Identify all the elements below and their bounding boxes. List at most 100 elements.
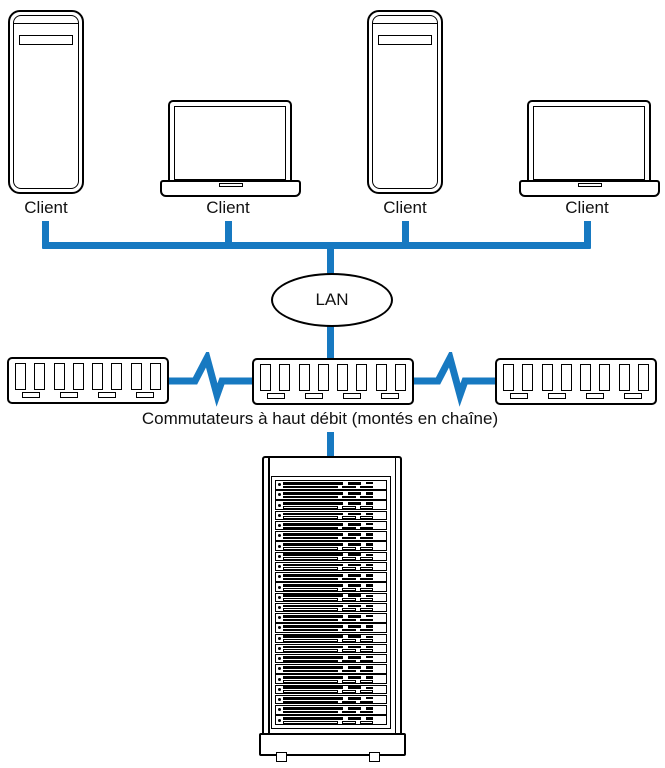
- drive-latch-dot: [278, 524, 281, 528]
- drive-handle-bar: [283, 512, 343, 516]
- drive-tray-cell: [360, 618, 373, 622]
- drive-tray-cell: [342, 710, 356, 714]
- drive-handle-bar: [283, 666, 343, 669]
- drive-chip: [366, 666, 373, 669]
- switch-indicator: [381, 393, 399, 399]
- client-drop-line-1: [42, 221, 49, 246]
- laptop-base: [519, 180, 660, 197]
- drive-chip: [348, 696, 361, 700]
- drive-latch-dot: [278, 534, 281, 538]
- drive-tray-slot: [283, 536, 338, 540]
- rack-drive-module: [275, 582, 387, 592]
- switch-indicator: [548, 393, 566, 399]
- drive-tray-cell: [360, 567, 373, 571]
- drive-handle-bar: [283, 481, 343, 485]
- drive-handle-bar: [283, 522, 343, 526]
- drive-chip: [348, 563, 361, 567]
- drive-latch-dot: [278, 636, 281, 640]
- drive-handle-bar: [283, 604, 343, 608]
- drive-tray-cell: [342, 587, 356, 591]
- drive-chip: [366, 676, 373, 679]
- drive-handle-bar: [283, 543, 343, 546]
- switch-indicator: [60, 392, 78, 398]
- rack-drive-module: [275, 684, 387, 695]
- drive-latch-dot: [278, 606, 281, 609]
- drive-tray-cell: [360, 659, 373, 663]
- switch-port-slot: [111, 363, 123, 390]
- drive-chip: [348, 512, 361, 516]
- switch-indicator: [305, 393, 323, 399]
- drive-tray-cell: [342, 485, 356, 489]
- drive-tray-slot: [283, 506, 338, 509]
- drive-chip: [366, 655, 373, 659]
- client-label-3: Client: [383, 198, 427, 217]
- switch-indicator: [22, 392, 40, 398]
- drive-tray-cell: [360, 710, 373, 714]
- drive-chip: [348, 594, 361, 598]
- drive-latch-dot: [278, 503, 281, 507]
- drive-tray-cell: [342, 700, 356, 704]
- drive-tray-slot: [283, 587, 338, 591]
- drive-tray-cell: [360, 628, 373, 632]
- drive-tray-slot: [283, 690, 338, 693]
- lan-label: LAN: [315, 290, 349, 309]
- switch-port-slot: [260, 364, 271, 391]
- drive-handle-bar: [283, 706, 343, 710]
- client-drop-line-4: [584, 221, 591, 246]
- switch-ports: [503, 364, 649, 391]
- switches-caption: Commutateurs à haut débit (montés en cha…: [141, 409, 499, 428]
- drive-tray-cell: [342, 526, 356, 530]
- drive-chip: [366, 604, 373, 608]
- drive-tray-cell: [342, 628, 356, 632]
- drive-tray-slot: [283, 557, 338, 560]
- drive-handle-bar: [283, 532, 343, 536]
- laptop-latch: [218, 183, 243, 187]
- laptop-screen: [168, 100, 292, 184]
- drive-handle-bar: [283, 655, 343, 659]
- drive-tray-slot: [283, 577, 338, 581]
- drive-tray-slot: [283, 628, 338, 632]
- drive-latch-dot: [278, 708, 281, 712]
- drive-latch-dot: [278, 646, 281, 650]
- client-drop-line-3: [401, 221, 409, 246]
- drive-chip: [348, 543, 361, 546]
- drive-latch-dot: [278, 493, 281, 497]
- rack-drive-module: [275, 674, 387, 684]
- drive-handle-bar: [283, 614, 343, 618]
- drive-chip: [348, 717, 361, 720]
- rack-drive-module: [275, 653, 387, 664]
- switch-indicator: [586, 393, 604, 399]
- laptop-display: [533, 106, 645, 180]
- rack-drive-module: [275, 623, 387, 633]
- bus-to-lan-line: [326, 249, 334, 275]
- drive-latch-dot: [278, 513, 281, 517]
- rack-drive-module: [275, 664, 387, 674]
- rack-drive-module: [275, 510, 387, 521]
- drive-tray-cell: [360, 485, 373, 489]
- drive-tray-cell: [342, 557, 356, 560]
- drive-chip: [348, 666, 361, 669]
- optical-drive-slot: [19, 35, 73, 45]
- drive-handle-bar: [283, 502, 343, 506]
- drive-tray-cell: [360, 690, 373, 693]
- rack-drive-module: [275, 613, 387, 623]
- network-switch-1: [7, 357, 169, 404]
- rack-drive-module: [275, 551, 387, 562]
- drive-chip: [348, 532, 361, 536]
- switch-port-slot: [522, 364, 534, 391]
- rack-drive-module: [275, 715, 387, 725]
- drive-latch-dot: [278, 687, 281, 691]
- drive-tray-cell: [360, 506, 373, 509]
- rack-drive-module: [275, 541, 387, 551]
- client-tower-2: [367, 10, 443, 194]
- drive-tray-slot: [283, 680, 338, 683]
- laptop-latch: [577, 183, 602, 187]
- switch-port-slot: [92, 363, 104, 390]
- drive-tray-cell: [342, 495, 356, 499]
- drive-tray-cell: [342, 577, 356, 581]
- tower-top-seam: [373, 23, 437, 24]
- drive-chip: [366, 615, 373, 618]
- rack-drive-module: [275, 480, 387, 490]
- laptop-screen: [527, 100, 651, 184]
- switch-port-slot: [72, 363, 84, 390]
